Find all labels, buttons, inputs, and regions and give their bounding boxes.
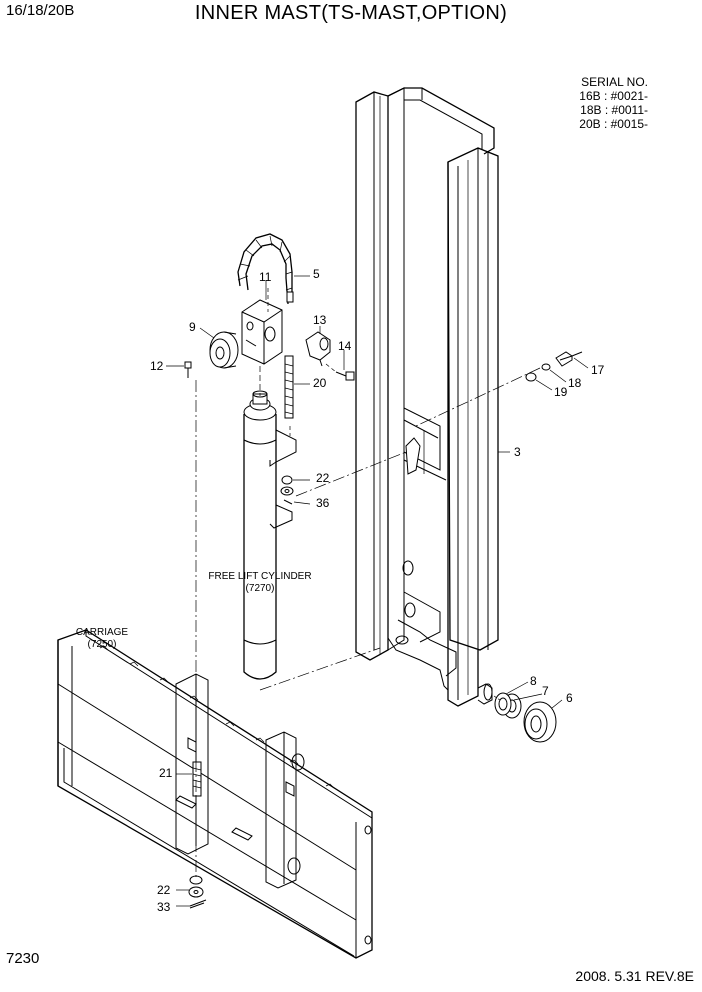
- part-label-22-lower: 22: [157, 883, 171, 897]
- part-leader-lines: [166, 275, 589, 907]
- part-label-5: 5: [313, 267, 320, 281]
- part-label-33: 33: [157, 900, 171, 914]
- part-label-21: 21: [159, 766, 173, 780]
- anchor-pin: [305, 331, 331, 367]
- chain-anchor-block: [241, 299, 283, 365]
- mast-bolt: [555, 351, 583, 367]
- free-lift-cylinder-ref: (7270): [245, 583, 275, 594]
- chain-anchor-rod: [284, 355, 294, 419]
- part-label-13: 13: [313, 313, 327, 327]
- part-label-19: 19: [554, 385, 568, 399]
- cylinder-nut-washer: [280, 475, 294, 505]
- carriage-label: CARRIAGE: [75, 627, 129, 638]
- lift-chain: [237, 233, 294, 305]
- grease-nipple-bolt: [184, 361, 192, 378]
- part-label-8: 8: [530, 674, 537, 688]
- serial-line-20b: 20B : #0015-: [579, 117, 648, 131]
- part-label-6: 6: [566, 691, 573, 705]
- chain-sheave: [209, 331, 239, 369]
- inner-mast-assembly: [355, 87, 499, 707]
- date-revision: 2008. 5.31 REV.8E: [575, 968, 694, 984]
- part-label-36: 36: [316, 496, 330, 510]
- serial-line-16b: 16B : #0021-: [579, 89, 648, 103]
- assembly-guide-lines: [195, 288, 541, 880]
- anchor-nut: [335, 371, 355, 381]
- bottom-nut-washer: [188, 875, 204, 898]
- carriage-frame: [57, 629, 373, 959]
- serial-line-18b: 18B : #0011-: [580, 103, 648, 117]
- carriage-bolt: [192, 761, 202, 797]
- carriage-ref: (7250): [87, 639, 117, 650]
- part-label-20: 20: [313, 376, 327, 390]
- free-lift-cylinder-label: FREE LIFT CYLINDER: [208, 571, 312, 582]
- lock-washer: [541, 363, 551, 371]
- free-lift-cylinder: [243, 390, 297, 680]
- page-number: 7230: [6, 950, 40, 967]
- part-label-11: 11: [259, 270, 272, 284]
- part-label-18: 18: [568, 376, 582, 390]
- part-label-17: 17: [591, 363, 605, 377]
- flat-washer: [525, 372, 537, 382]
- page-title: INNER MAST(TS-MAST,OPTION): [194, 2, 508, 24]
- part-label-12: 12: [150, 359, 164, 373]
- part-label-7: 7: [542, 684, 549, 698]
- spacer: [494, 692, 512, 716]
- serial-heading: SERIAL NO.: [581, 75, 648, 89]
- model-number: 16/18/20B: [6, 2, 75, 19]
- part-label-3: 3: [514, 445, 521, 459]
- part-label-9: 9: [189, 320, 196, 334]
- part-label-22-upper: 22: [316, 471, 330, 485]
- split-pin: [189, 899, 207, 909]
- roller-bearing: [523, 701, 557, 743]
- part-label-14: 14: [338, 339, 352, 353]
